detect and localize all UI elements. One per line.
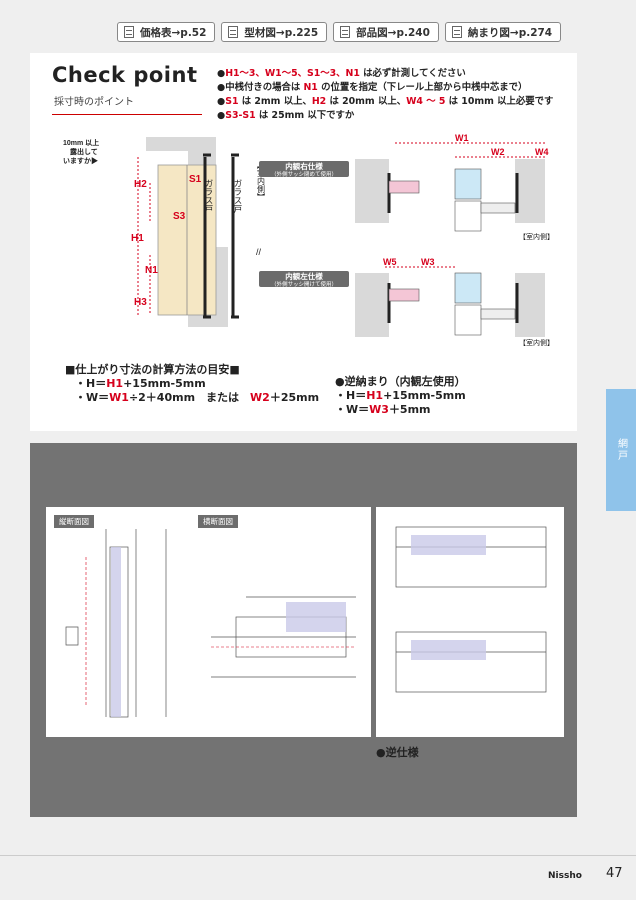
brand-name: Nissho [548, 871, 582, 881]
top-navigation: 価格表→p.52 型材図→p.225 部品図→p.240 納まり図→p.274 [117, 22, 562, 42]
nav-profile-drawing-link[interactable]: 型材図→p.225 [221, 22, 328, 42]
calc-heading: ■仕上がり寸法の計算方法の目安■ [65, 363, 240, 376]
left-spec-tag [259, 271, 349, 287]
dimension-calculation: ■仕上がり寸法の計算方法の目安■ ・H＝H1+15mm-5mm ・W＝W1÷2＋… [65, 363, 319, 405]
glass-door-label: ガラス戸 [204, 179, 214, 214]
cross-section-figure: 縦断面図 横断面図 [46, 507, 371, 737]
left-wall-bottom [355, 273, 389, 337]
sash-frame [203, 157, 235, 317]
note-item: ●S1 は 2mm 以上、H2 は 20mm 以上、W4 〜 5 は 10mm … [217, 96, 554, 107]
reverse-spec-label: ●逆仕様 [376, 746, 419, 759]
reverse-calculation: ●逆納まり（内観左使用） ・H＝H1+15mm-5mm ・W＝W3＋5mm [335, 375, 466, 417]
calc-w-line: ・W＝W1÷2＋40mm または W2＋25mm [75, 391, 320, 404]
vertical-section-tag: 縦断面図 [54, 515, 94, 528]
w1-label: W1 [455, 133, 469, 143]
w4-label: W4 [535, 147, 549, 157]
w3-label: W3 [421, 257, 435, 267]
document-icon [124, 26, 134, 38]
indoor-side-label: 【室内側】 [257, 161, 266, 201]
indoor-label: 【室内側】 [519, 338, 554, 347]
nav-label: 型材図→p.225 [244, 26, 319, 39]
right-spec-tag [259, 161, 349, 177]
s3-label: S3 [173, 211, 186, 222]
section-drawing [65, 529, 356, 718]
indoor-label: 【室内側】 [519, 232, 554, 241]
footer-divider [0, 855, 636, 856]
title-underline [52, 114, 202, 115]
reverse-spec-figure [376, 507, 564, 737]
note-item: ●S3-S1 は 25mm 以下ですか [217, 110, 355, 121]
right-wall-bottom [515, 273, 545, 337]
left-wall-top [355, 159, 389, 223]
nav-label: 部品図→p.240 [356, 26, 430, 39]
right-spec-title: 内観右仕様 [285, 161, 323, 171]
calc-h-line: ・H＝H1+15mm-5mm [75, 377, 206, 390]
left-spec-title: 内観左仕様 [285, 271, 323, 281]
h3-label: H3 [134, 297, 147, 308]
nav-price-list-link[interactable]: 価格表→p.52 [117, 22, 216, 42]
checkpoint-title: Check point [52, 63, 198, 87]
side-tab-screen[interactable]: 網戸 [606, 389, 636, 511]
checkpoint-card: Check point 採寸時のポイント ●H1〜3、W1〜5、S1〜3、N1 … [30, 53, 577, 431]
document-icon [340, 26, 351, 38]
document-icon [228, 26, 239, 38]
left-spec-note: （外側サッシ開けて使用） [271, 280, 337, 288]
screen-mesh [388, 180, 420, 194]
reverse-w-line: ・W＝W3＋5mm [335, 403, 431, 416]
w2-label: W2 [491, 147, 505, 157]
reverse-drawing [395, 526, 547, 693]
h1-label: H1 [131, 233, 144, 244]
label-exposed: 10mm 以上露出していますか▶ [63, 138, 99, 165]
checkpoint-notes: ●H1〜3、W1〜5、S1〜3、N1 は必ず計測してください ●中桟付きの場合は… [217, 67, 553, 123]
nav-parts-drawing-link[interactable]: 部品図→p.240 [333, 22, 439, 42]
right-wall-top [515, 159, 545, 223]
nav-installation-drawing-link[interactable]: 納まり図→p.274 [444, 22, 562, 42]
glass-door-label: ガラス戸 [233, 179, 243, 214]
nav-label: 納まり図→p.274 [467, 26, 553, 39]
document-icon [451, 26, 462, 38]
h2-label: H2 [134, 179, 147, 190]
s1-label: S1 [189, 174, 202, 185]
reverse-heading: ●逆納まり（内観左使用） [335, 375, 466, 388]
page-number: 47 [606, 866, 623, 881]
note-item: ●中桟付きの場合は N1 の位置を指定（下レール上部から中桟中芯まで） [217, 82, 528, 93]
right-spec-note: （外側サッシ閉めて使用） [271, 170, 337, 178]
w5-label: W5 [383, 257, 397, 267]
horizontal-section-tag: 横断面図 [198, 515, 238, 528]
checkpoint-subtitle: 採寸時のポイント [54, 97, 134, 108]
reverse-h-line: ・H＝H1+15mm-5mm [335, 389, 466, 402]
section-diagram: 10mm 以上露出していますか▶ H1 H2 H3 N1 S1 S3 ガラス戸 … [63, 137, 271, 327]
nav-label: 価格表→p.52 [140, 26, 207, 39]
plan-diagram: 内観右仕様 （外側サッシ閉めて使用） W1 W2 W4 【室内側】 内観左仕様 … [259, 133, 554, 347]
glass-pane [454, 168, 482, 200]
note-item: ●H1〜3、W1〜5、S1〜3、N1 は必ず計測してください [217, 68, 466, 79]
fold-mark: // [256, 247, 262, 257]
n1-label: N1 [145, 265, 158, 276]
